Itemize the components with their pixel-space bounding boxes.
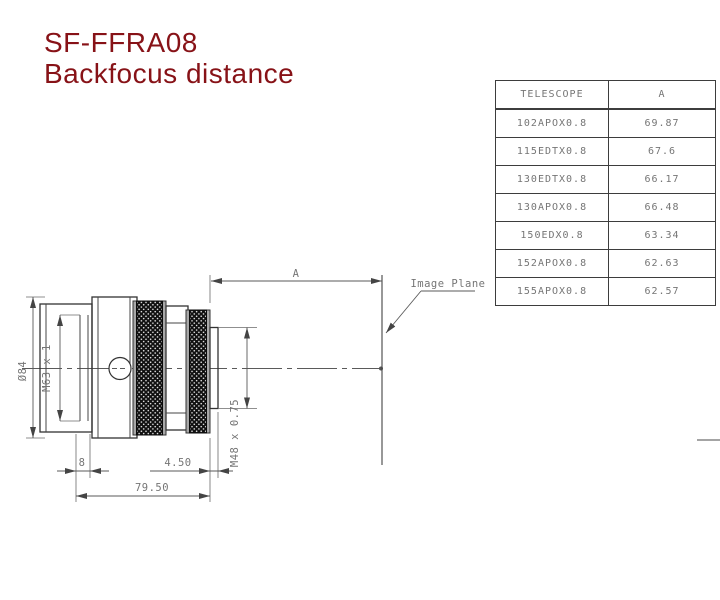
dim-flange-8: 8 — [57, 457, 109, 474]
dim-label-diameter: Ø84 — [17, 361, 29, 381]
table-cell: 115EDTX0.8 — [495, 137, 609, 166]
table-cell: 62.63 — [608, 249, 716, 278]
page-title: SF-FFRA08 Backfocus distance — [44, 27, 294, 89]
table-row: 155APOX0.8 62.57 — [495, 277, 716, 306]
dim-backfocus-a: A — [209, 268, 382, 303]
dim-rear-thread: M48 x 0.75 — [218, 327, 257, 467]
table-cell: 152APOX0.8 — [495, 249, 609, 278]
table-cell: 155APOX0.8 — [495, 277, 609, 306]
dim-diameter-84: Ø84 — [17, 296, 45, 439]
adapter-body — [39, 296, 219, 439]
dim-label-total: 79.50 — [135, 482, 169, 494]
dim-rear-450: 4.50 — [150, 457, 233, 474]
table-cell: 63.34 — [608, 221, 716, 250]
table-cell: 66.48 — [608, 193, 716, 222]
backfocus-table: TELESCOPE A 102APOX0.8 69.87 115EDTX0.8 … — [495, 80, 716, 306]
dim-total-7950: 79.50 — [76, 482, 210, 499]
table-row: 152APOX0.8 62.63 — [495, 249, 716, 278]
dim-front-thread: M63 x 1 — [41, 314, 80, 422]
table-row: 130EDTX0.8 66.17 — [495, 165, 716, 194]
column-header-telescope: TELESCOPE — [495, 80, 609, 110]
rear-thread-barrel — [209, 326, 219, 410]
dim-label-rear: 4.50 — [164, 457, 191, 469]
table-row: 150EDX0.8 63.34 — [495, 221, 716, 250]
table-cell: 130APOX0.8 — [495, 193, 609, 222]
product-code: SF-FFRA08 — [44, 27, 198, 58]
image-plane-label: Image Plane — [385, 278, 485, 334]
table-row: 102APOX0.8 69.87 — [495, 108, 716, 138]
table-cell: 62.57 — [608, 277, 716, 306]
knurl-ring-front — [132, 300, 167, 436]
knurl-ring-rear — [185, 309, 211, 434]
image-plane-text: Image Plane — [410, 278, 485, 290]
table-row: 130APOX0.8 66.48 — [495, 193, 716, 222]
page-subtitle: Backfocus distance — [44, 58, 295, 89]
dim-label-rear-thread: M48 x 0.75 — [229, 399, 241, 467]
dim-label-backfocus: A — [293, 268, 300, 280]
dim-label-flange: 8 — [79, 457, 86, 469]
table-cell: 69.87 — [608, 108, 716, 138]
dimensions: Ø84 M63 x 1 M48 x 0.75 A Image Plane — [17, 268, 485, 502]
dim-label-front-thread: M63 x 1 — [41, 344, 53, 392]
middle-barrel — [165, 305, 189, 431]
column-header-a: A — [608, 80, 716, 110]
table-header-row: TELESCOPE A — [495, 80, 716, 110]
